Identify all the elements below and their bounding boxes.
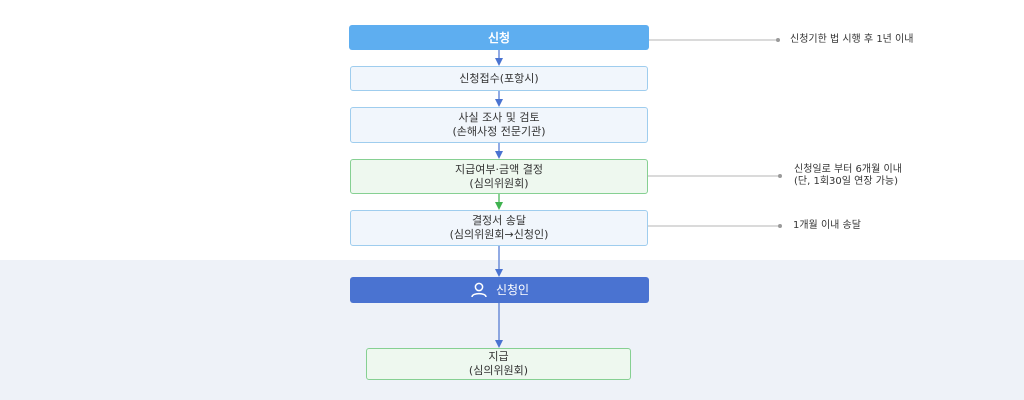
step-investigation-line1: 사실 조사 및 검토 <box>458 111 540 124</box>
person-icon <box>471 282 487 298</box>
note-notice-deadline: 1개월 이내 송달 <box>793 220 861 231</box>
step-apply-label: 신청 <box>487 30 511 45</box>
step-applicant-label: 신청인 <box>495 283 530 297</box>
note-decision-line2: (단, 1회30일 연장 가능) <box>794 176 899 187</box>
step-applicant: 신청인 <box>350 277 649 303</box>
step-investigation: 사실 조사 및 검토 (손해사정 전문기관) <box>350 107 648 143</box>
step-notice-line1: 결정서 송달 <box>471 214 527 227</box>
step-decision-line1: 지급여부·금액 결정 <box>455 162 543 176</box>
step-decision: 지급여부·금액 결정 (심의위원회) <box>350 159 648 194</box>
note-apply-deadline: 신청기한 법 시행 후 1년 이내 <box>790 34 914 45</box>
step-payment-line2: (심의위원회) <box>468 364 529 377</box>
step-receipt: 신청접수(포항시) <box>350 66 648 91</box>
step-notice-line2: (심의위원회→신청인) <box>449 228 549 241</box>
note-decision-line1: 신청일로 부터 6개월 이내 <box>794 164 902 175</box>
step-apply: 신청 <box>349 25 649 50</box>
step-decision-line2: (심의위원회) <box>469 176 529 190</box>
step-payment-line1: 지급 <box>488 350 509 363</box>
step-notice: 결정서 송달 (심의위원회→신청인) <box>350 210 648 246</box>
step-receipt-label: 신청접수(포항시) <box>459 71 539 85</box>
note-decision-deadline: 신청일로 부터 6개월 이내 (단, 1회30일 연장 가능) <box>794 164 902 188</box>
step-payment: 지급 (심의위원회) <box>366 348 631 380</box>
step-investigation-line2: (손해사정 전문기관) <box>452 125 546 138</box>
